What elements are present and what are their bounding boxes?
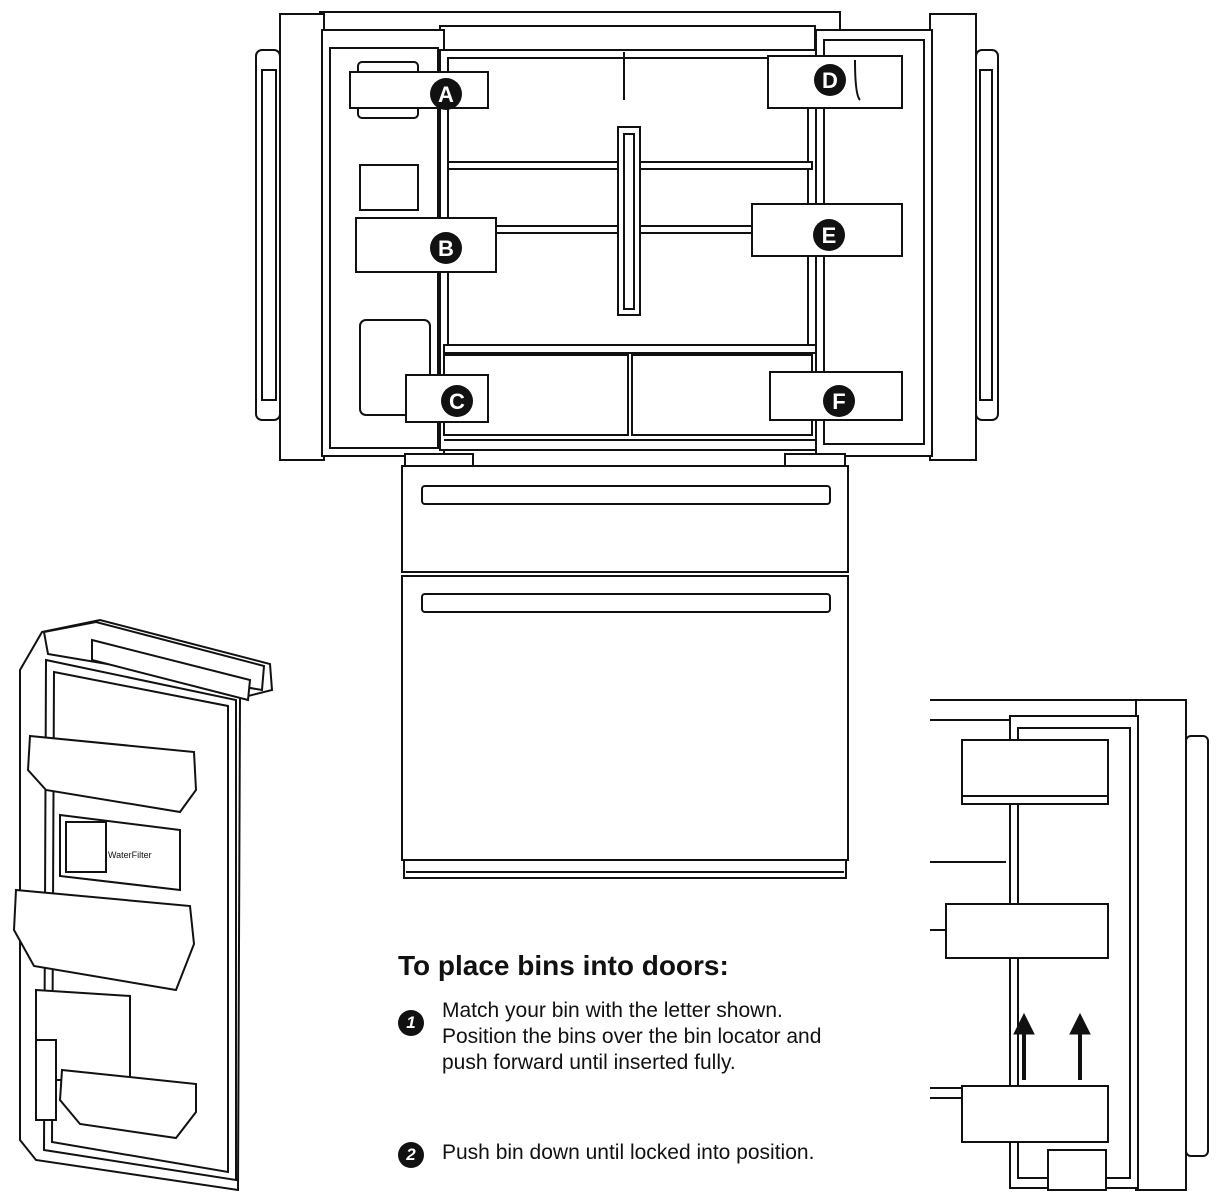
- door-bin-a: [349, 71, 489, 109]
- badge-a-letter: A: [438, 82, 454, 107]
- water-filter-label: WaterFilter: [108, 850, 152, 860]
- step-2-text: Push bin down until locked into position…: [442, 1141, 815, 1164]
- badge-b-letter: B: [438, 236, 454, 261]
- left-door-bin-3: [58, 1068, 197, 1140]
- door-bin-b: [355, 217, 497, 273]
- badge-a: A: [430, 78, 462, 110]
- right-door-bin-middle: [945, 903, 1109, 959]
- badge-e: E: [813, 219, 845, 251]
- right-door-detail: [930, 699, 1209, 1191]
- bin-badges: A B C D E F: [430, 64, 855, 417]
- right-door-bin-bottom: [961, 1085, 1109, 1143]
- badge-d: D: [814, 64, 846, 96]
- badge-c: C: [441, 385, 473, 417]
- step-1-text: Match your bin with the letter shown. Po…: [442, 999, 822, 1074]
- left-door-detail: [12, 618, 274, 1192]
- right-door: [929, 13, 977, 461]
- step-2: 2 Push bin down until locked into positi…: [398, 1140, 858, 1196]
- badge-f: F: [823, 385, 855, 417]
- step-2-number: 2: [398, 1142, 424, 1168]
- badge-e-letter: E: [822, 223, 837, 248]
- instructions-title: To place bins into doors:: [398, 950, 729, 981]
- left-door-bin-2: [12, 888, 196, 992]
- badge-d-letter: D: [822, 68, 838, 93]
- step-1: 1 Match your bin with the letter shown. …: [398, 998, 858, 1108]
- freezer-drawers: [401, 465, 849, 879]
- push-arrows: [1013, 1012, 1091, 1080]
- left-door: [279, 13, 325, 461]
- refrigerator-top: [255, 11, 999, 467]
- badge-b: B: [430, 232, 462, 264]
- right-door-bin-top: [961, 739, 1109, 797]
- badge-f-letter: F: [832, 389, 845, 414]
- badge-c-letter: C: [449, 389, 465, 414]
- left-door-bin-1: [26, 734, 198, 814]
- step-1-number: 1: [398, 1010, 424, 1036]
